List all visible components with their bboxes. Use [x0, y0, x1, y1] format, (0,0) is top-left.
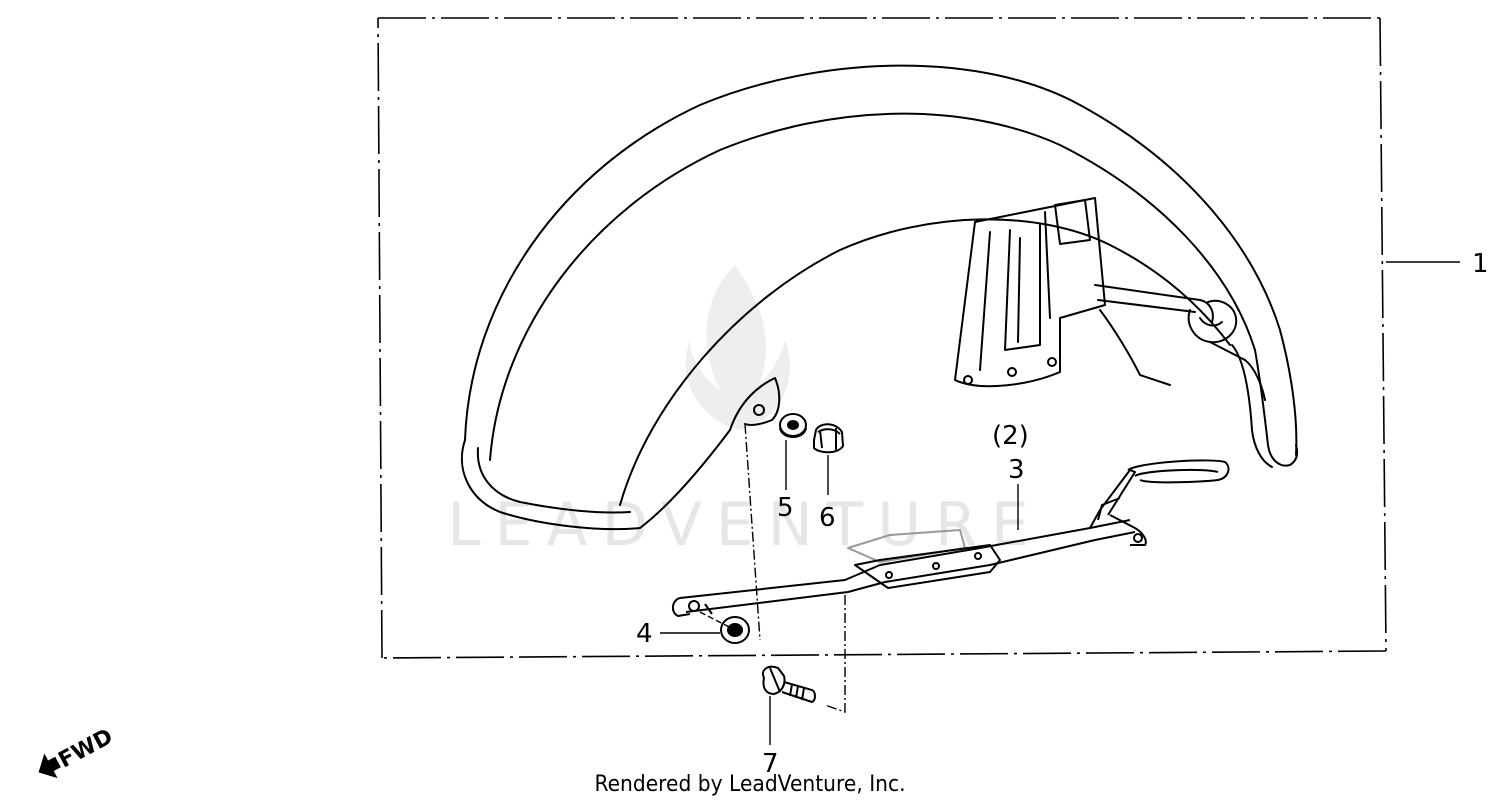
callout-6: 6	[819, 503, 836, 533]
watermark-flame-icon	[685, 265, 790, 430]
callout-3: 3	[1008, 455, 1025, 485]
bolt-part-7	[762, 665, 816, 704]
callout-4: 4	[636, 619, 653, 649]
fwd-label: FWD	[55, 724, 118, 773]
footer-credit: Rendered by LeadVenture, Inc.	[594, 772, 906, 797]
front-fender	[460, 64, 1299, 531]
leader-lines	[660, 261, 1460, 745]
fender-stay-part-3	[672, 459, 1230, 617]
assembly-boundary	[377, 17, 1387, 659]
callouts: 1 (2) 3 4 5 6 7	[636, 249, 1489, 779]
fwd-arrow-icon	[38, 753, 61, 779]
grommet-part-5	[779, 413, 807, 438]
watermark: LEADVENTURE	[447, 265, 1043, 560]
callout-1: 1	[1472, 249, 1489, 279]
cap-nut-part-6	[813, 423, 845, 454]
callout-7: 7	[762, 749, 779, 779]
watermark-text: LEADVENTURE	[447, 490, 1043, 560]
callout-2: (2)	[992, 421, 1029, 451]
callout-5: 5	[777, 493, 794, 523]
